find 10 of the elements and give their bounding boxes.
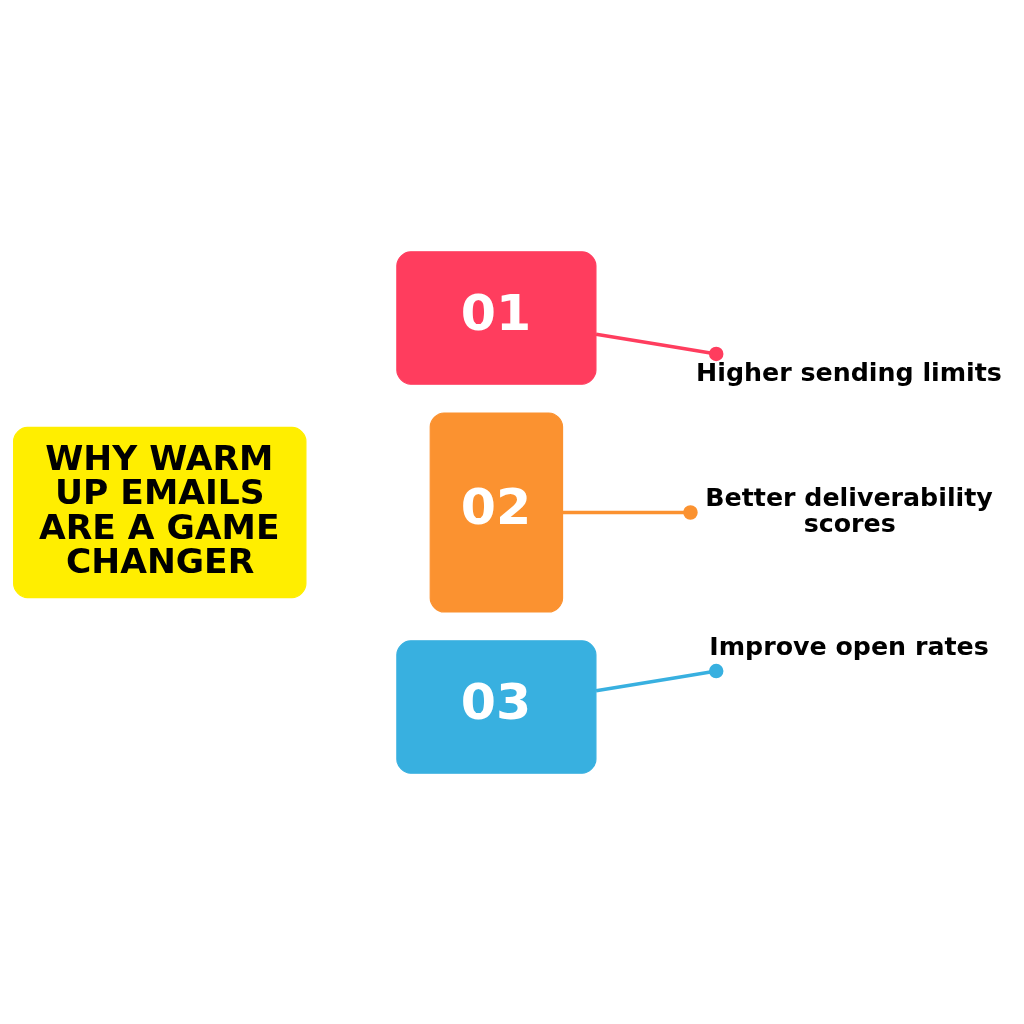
node-box: 02 (429, 411, 563, 613)
node-text: Improve open rates (708, 631, 989, 661)
connector (562, 504, 698, 520)
connector (595, 663, 723, 692)
node-text: Higher sending limits (695, 357, 1002, 387)
node-box: 01 (395, 250, 596, 385)
node-box: 03 (395, 639, 596, 774)
node-text: Better deliverability scores (704, 482, 993, 538)
connector (595, 332, 723, 361)
node-box: WHY WARM UP EMAILS ARE A GAME CHANGER (12, 426, 306, 598)
